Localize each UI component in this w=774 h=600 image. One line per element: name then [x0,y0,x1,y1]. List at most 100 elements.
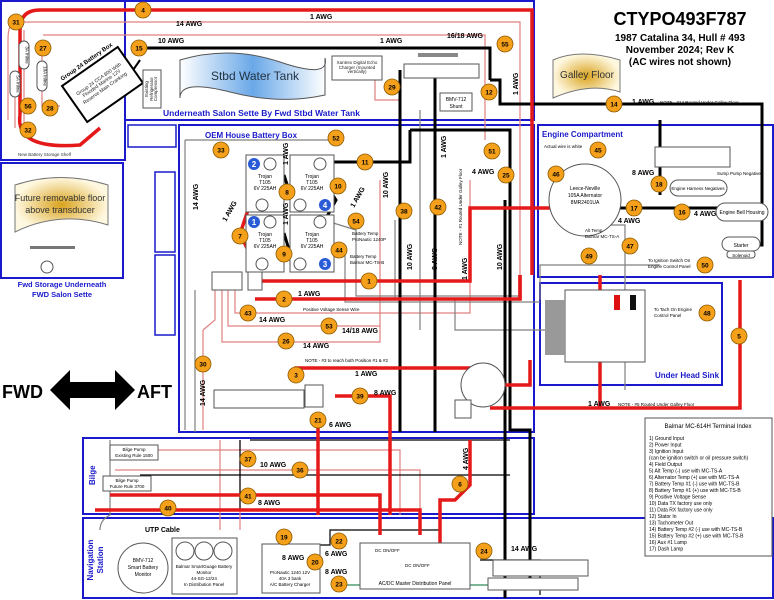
svg-text:7: 7 [238,234,242,241]
svg-text:27: 27 [39,46,47,53]
svg-text:2: 2 [282,297,286,304]
wire-label: 4 AWG [463,447,470,470]
fuse-5a: 5A Inline [9,70,21,98]
terminal-icon [293,257,307,271]
house-terminal-block [211,271,263,291]
svg-text:47: 47 [626,244,634,251]
bmv-shunt: BMV-712 Shunt [439,92,473,112]
svg-text:Solenoid: Solenoid [732,253,750,258]
fuse-10a: 10A Inline [36,60,48,92]
fridge-label: Existing Refrigerator Compressor [143,76,159,102]
wire-marker-10: 10 [329,177,347,195]
wire-label: 14 AWG [200,379,207,406]
wire-label: 10 AWG [158,38,185,45]
svg-text:36: 36 [296,468,304,475]
svg-text:In Distribution Panel: In Distribution Panel [184,582,224,587]
section-title-fwd-2: FWD Salon Sette [32,290,92,299]
engine-bus-bar [654,146,731,168]
wire-marker-4: 4 [134,1,152,19]
svg-text:9: 9 [282,252,286,259]
trojan-label: 6V 225AH [301,244,324,250]
battery-temp-label: ProNautic 1240P [352,237,386,242]
section-nav [82,517,774,599]
svg-text:44-SG-12/24: 44-SG-12/24 [191,576,217,581]
terminal-index-item: 10) Data TX factory use only [649,501,713,507]
terminal-icon [255,257,269,271]
wire-marker-46: 46 [547,165,565,183]
terminal-index-item: 7) Battery Temp #1 (-) use with MC-TS-B [649,482,740,488]
wire-marker-8: 8 [278,183,296,201]
svg-text:1: 1 [252,218,257,227]
svg-text:10: 10 [334,184,342,191]
trojan-label: T105 [259,180,271,186]
svg-text:28: 28 [46,106,54,113]
battery-charger: ProNautic 1240 12V 40A 3 bank A/C Batter… [261,543,321,594]
svg-text:Engine Harness Negatives: Engine Harness Negatives [671,186,725,191]
wire-label: 1 AWG [350,186,367,209]
wire-marker-39: 39 [351,387,369,405]
terminal-index-item: 5) Alt Temp (-) use with MC-TS-A [649,469,723,475]
fuse-3a: 3A Inline [18,40,30,70]
terminal-index-item: 15) Battery Temp #2 (+) use with MC-TS-B [649,534,744,540]
wire-marker-21: 21 [309,411,327,429]
svg-text:5: 5 [737,334,741,341]
wire-label: 8 AWG [282,555,305,562]
xantrex-label: Xantrex Digital Echo Charger (mounted ve… [336,59,378,75]
section-title-salon: Underneath Salon Sette By Fwd Stbd Water… [163,108,360,118]
wire-label: 8 AWG [432,247,439,270]
wire-marker-45: 45 [589,141,607,159]
svg-text:56: 56 [24,104,32,111]
svg-text:39: 39 [356,394,364,401]
wire-label: NOTE - #5 Routed Under Galley Floor [618,402,695,407]
wire-label: 10 AWG [497,243,504,270]
trojan-label: Trojan [305,174,319,180]
wire-marker-53: 53 [320,317,338,335]
svg-text:17: 17 [630,206,638,213]
starter: Starter Solenoid [721,236,761,259]
wire-marker-49: 49 [580,247,598,265]
ground-wires [140,46,764,598]
wire-marker-37: 37 [239,450,257,468]
subtitle-3: (AC wires not shown) [629,57,731,68]
svg-text:Bilge Pump: Bilge Pump [115,478,139,483]
engine-bell: Engine Bell Housing [715,202,769,222]
svg-text:Monitor: Monitor [135,572,152,578]
svg-text:44: 44 [335,248,343,255]
battery-position-badge: 3 [319,258,331,270]
wire-marker-23: 23 [330,575,348,593]
svg-text:33: 33 [217,148,225,155]
wire-label: 6 AWG [325,551,348,558]
svg-text:Balmar MC-614H Terminal Index: Balmar MC-614H Terminal Index [665,424,752,430]
svg-text:22: 22 [335,539,343,546]
terminal-index-item: 6) Alternator Temp (+) use with MC-TS-A [649,475,740,481]
terminal-index-item: (can be ignition switch or oil pressure … [649,456,749,462]
section-title-fwd-1: Fwd Storage Underneath [18,280,107,289]
wire-marker-16: 16 [673,203,691,221]
wire-label: 14 AWG [193,183,200,210]
svg-text:8MR2401UA: 8MR2401UA [571,200,600,206]
wire-label: 1 AWG [283,142,290,165]
svg-text:26: 26 [282,339,290,346]
distribution-panel: AC/DC Master Distribution Panel DC ON/OF… [359,542,471,590]
wire-label: 10 AWG [407,243,414,270]
wire-marker-26: 26 [277,332,295,350]
trojan-label: Trojan [305,232,319,238]
wire-label: 1 AWG [298,291,321,298]
terminal-index-item: 3) Ignition Input [649,449,684,455]
trojan-label: Trojan [258,232,272,238]
alt-temp-label-2: Balmar MC-TS-A [585,234,619,239]
wire-marker-5: 5 [730,327,748,345]
svg-text:3: 3 [294,373,298,380]
section-title-nav-1: Navigation [86,539,95,580]
wire-label: 1 AWG [355,371,378,378]
svg-text:37: 37 [244,457,252,464]
wire-label: 10 AWG [383,171,390,198]
trojan-label: T105 [306,180,318,186]
svg-text:3: 3 [323,260,328,269]
terminal-index-item: 8) Battery Temp #1 (+) use with MC-TS-B [649,488,741,494]
svg-text:A/C Battery Charger: A/C Battery Charger [270,582,311,587]
wire-label: 8 AWG [325,569,348,576]
wire-label: 1 AWG [588,401,611,408]
wire-marker-50: 50 [696,256,714,274]
terminal-icon [263,157,277,171]
